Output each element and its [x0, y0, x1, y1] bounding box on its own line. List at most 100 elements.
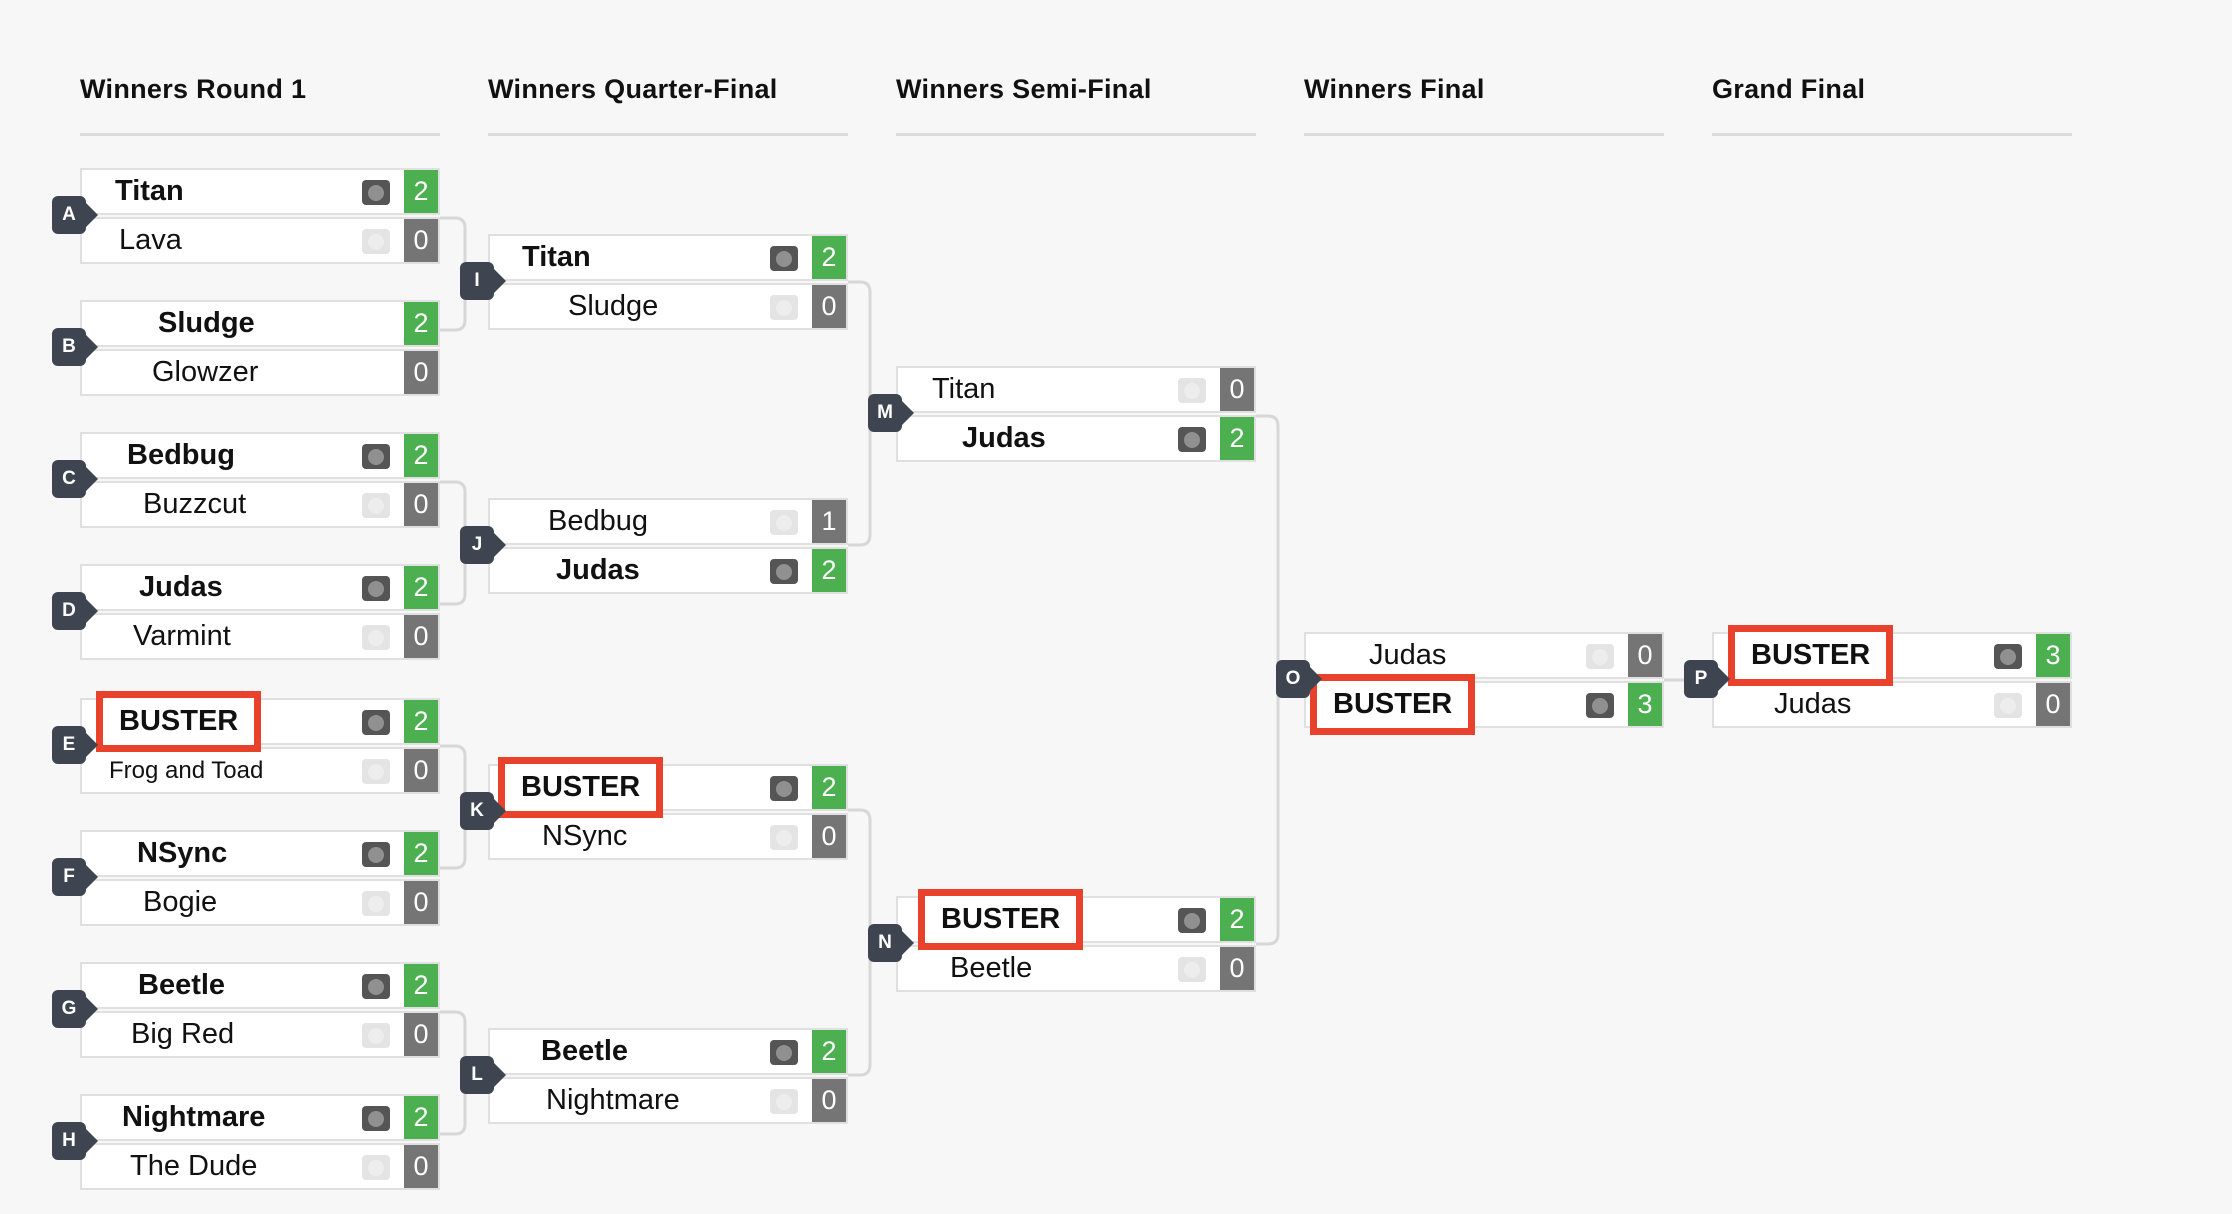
team-avatar-icon — [362, 1106, 390, 1131]
match-slot[interactable]: Titan 2 — [80, 168, 440, 215]
round-header-winners-round-1: Winners Round 1 — [80, 70, 440, 136]
match-slot[interactable]: Frog and Toad 0 — [80, 747, 440, 794]
match-slot[interactable]: Judas 0 — [1304, 632, 1664, 679]
match-slot[interactable]: Nightmare 2 — [80, 1094, 440, 1141]
match-J[interactable]: J Bedbug 1 Judas 2 — [460, 498, 848, 596]
team-score: 2 — [1220, 417, 1254, 460]
match-H[interactable]: H Nightmare 2 The Dude 0 — [52, 1094, 440, 1192]
team-avatar-icon — [1178, 908, 1206, 933]
match-M[interactable]: M Titan 0 Judas 2 — [868, 366, 1256, 464]
match-slot[interactable]: Bogie 0 — [80, 879, 440, 926]
team-score: 0 — [404, 219, 438, 262]
team-name-highlighted: BUSTER — [498, 757, 664, 818]
team-name: Judas — [1774, 688, 1852, 720]
match-label-badge: B — [52, 328, 98, 366]
team-name: Beetle — [138, 969, 226, 1001]
match-slot[interactable]: Bedbug 2 — [80, 432, 440, 479]
match-slot[interactable]: Lava 0 — [80, 217, 440, 264]
team-name: NSync — [137, 837, 228, 869]
match-B[interactable]: B Sludge 2 Glowzer 0 — [52, 300, 440, 398]
team-score: 0 — [404, 749, 438, 792]
round-header-winners-quarter-final: Winners Quarter-Final — [488, 70, 848, 136]
team-avatar-icon — [362, 576, 390, 601]
match-slot[interactable]: Buzzcut 0 — [80, 481, 440, 528]
match-slot[interactable]: NSync 0 — [488, 813, 848, 860]
match-slot[interactable]: Varmint 0 — [80, 613, 440, 660]
match-slot[interactable]: Nightmare 0 — [488, 1077, 848, 1124]
team-avatar-icon — [770, 510, 798, 535]
team-name: Frog and Toad — [109, 756, 264, 784]
match-slot[interactable]: NSync 2 — [80, 830, 440, 877]
match-slot[interactable]: Judas 2 — [896, 415, 1256, 462]
match-L[interactable]: L Beetle 2 Nightmare 0 — [460, 1028, 848, 1126]
match-slot[interactable]: BUSTER 2 — [896, 889, 1256, 950]
match-slot[interactable]: Beetle 2 — [488, 1028, 848, 1075]
match-slot[interactable]: Sludge 2 — [80, 300, 440, 347]
match-F[interactable]: F NSync 2 Bogie 0 — [52, 830, 440, 928]
team-avatar-icon — [362, 710, 390, 735]
match-label-badge: C — [52, 460, 98, 498]
team-score: 0 — [812, 285, 846, 328]
match-E[interactable]: E BUSTER 2 Frog and Toad 0 — [52, 691, 440, 796]
team-score: 0 — [404, 1145, 438, 1188]
match-label-badge: H — [52, 1122, 98, 1160]
team-name: Sludge — [158, 307, 255, 339]
match-slot[interactable]: Bedbug 1 — [488, 498, 848, 545]
match-label-badge: E — [52, 726, 98, 764]
team-avatar-icon — [770, 559, 798, 584]
match-slot[interactable]: Judas 2 — [488, 547, 848, 594]
match-A[interactable]: A Titan 2 Lava 0 — [52, 168, 440, 266]
team-score: 0 — [404, 351, 438, 394]
team-avatar-icon — [362, 625, 390, 650]
match-slot[interactable]: BUSTER 2 — [80, 691, 440, 752]
team-name: NSync — [542, 820, 628, 852]
match-label-badge: G — [52, 990, 98, 1028]
round-header-winners-final: Winners Final — [1304, 70, 1664, 136]
match-slot[interactable]: Beetle 2 — [80, 962, 440, 1009]
match-O[interactable]: O Judas 0 BUSTER 3 — [1276, 632, 1664, 735]
team-score: 0 — [812, 1079, 846, 1122]
match-slot[interactable]: Glowzer 0 — [80, 349, 440, 396]
team-avatar-icon — [362, 842, 390, 867]
team-name: Bedbug — [548, 505, 648, 537]
match-slot[interactable]: Beetle 0 — [896, 945, 1256, 992]
team-score: 2 — [404, 700, 438, 743]
match-slot[interactable]: Judas 0 — [1712, 681, 2072, 728]
match-slot[interactable]: The Dude 0 — [80, 1143, 440, 1190]
match-C[interactable]: C Bedbug 2 Buzzcut 0 — [52, 432, 440, 530]
match-slot[interactable]: BUSTER 2 — [488, 757, 848, 818]
team-score: 0 — [1628, 634, 1662, 677]
match-slot[interactable]: BUSTER 3 — [1712, 625, 2072, 686]
match-label-badge: P — [1684, 660, 1730, 698]
team-avatar-icon — [770, 825, 798, 850]
match-label-badge: D — [52, 592, 98, 630]
team-score: 0 — [404, 615, 438, 658]
match-label-badge: I — [460, 262, 506, 300]
team-name: Bedbug — [127, 439, 235, 471]
team-avatar-icon — [362, 1023, 390, 1048]
team-avatar-icon — [1178, 378, 1206, 403]
team-name: Sludge — [568, 290, 659, 322]
match-I[interactable]: I Titan 2 Sludge 0 — [460, 234, 848, 332]
match-slot[interactable]: Big Red 0 — [80, 1011, 440, 1058]
team-score: 2 — [404, 302, 438, 345]
match-slot[interactable]: Sludge 0 — [488, 283, 848, 330]
match-G[interactable]: G Beetle 2 Big Red 0 — [52, 962, 440, 1060]
match-slot[interactable]: Titan 0 — [896, 366, 1256, 413]
match-slot[interactable]: Titan 2 — [488, 234, 848, 281]
match-slot[interactable]: Judas 2 — [80, 564, 440, 611]
match-N[interactable]: N BUSTER 2 Beetle 0 — [868, 889, 1256, 994]
team-avatar-icon — [362, 444, 390, 469]
team-avatar-icon — [1586, 693, 1614, 718]
match-label-badge: J — [460, 526, 506, 564]
match-slot[interactable]: BUSTER 3 — [1304, 674, 1664, 735]
match-D[interactable]: D Judas 2 Varmint 0 — [52, 564, 440, 662]
match-label-badge: A — [52, 196, 98, 234]
team-name: Titan — [115, 175, 184, 207]
match-K[interactable]: K BUSTER 2 NSync 0 — [460, 757, 848, 862]
match-label-badge: N — [868, 924, 914, 962]
team-name-highlighted: BUSTER — [1728, 625, 1894, 686]
team-score: 2 — [812, 549, 846, 592]
match-P[interactable]: P BUSTER 3 Judas 0 — [1684, 625, 2072, 730]
team-avatar-icon — [770, 295, 798, 320]
